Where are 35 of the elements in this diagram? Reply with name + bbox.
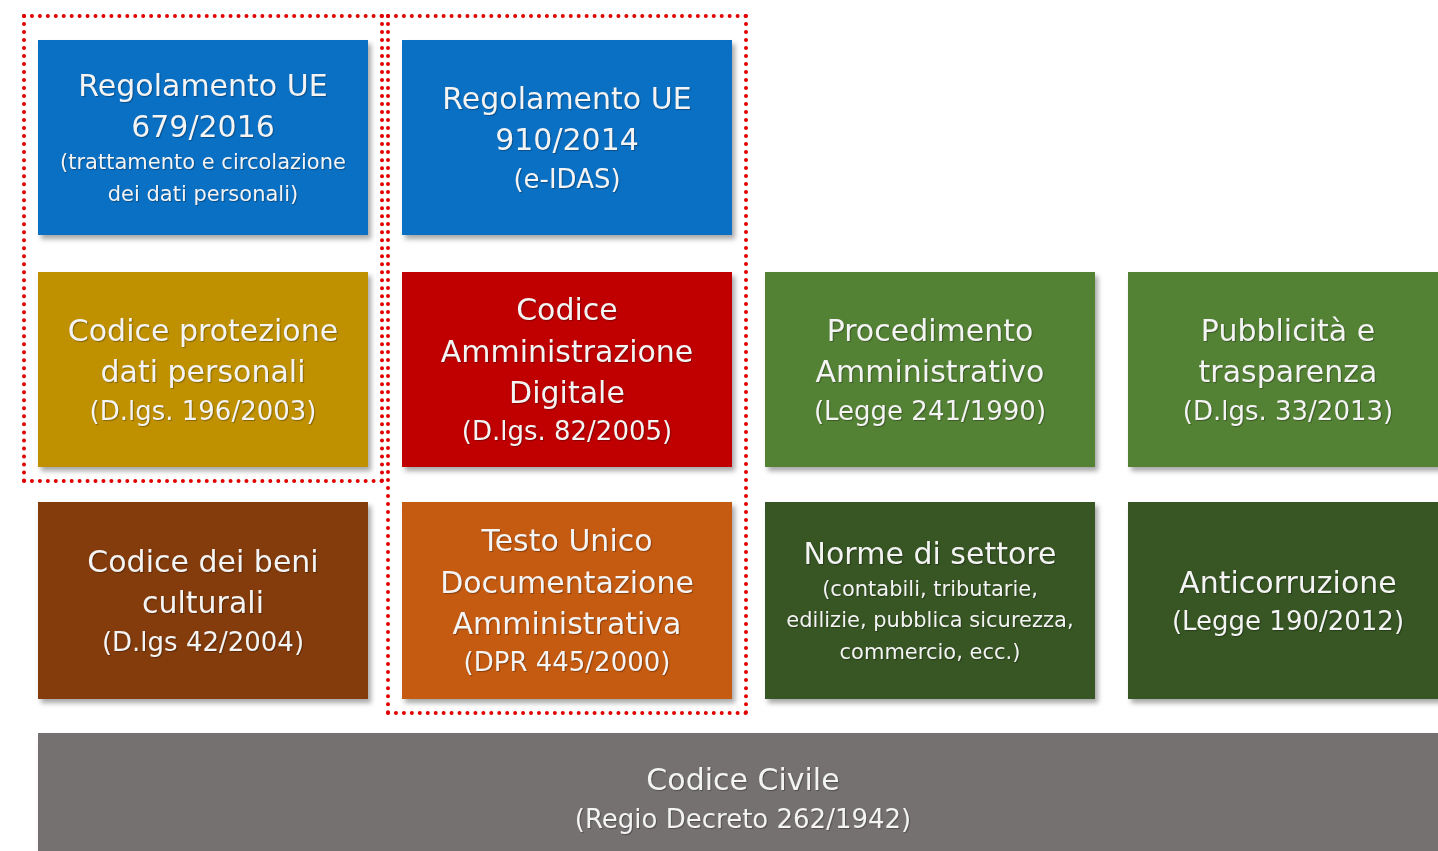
law-box — [38, 502, 368, 699]
law-reference: (trattamento e circolazione dei dati personali) — [59, 149, 347, 208]
law-box — [765, 502, 1095, 699]
law-reference: (contabili, tributarie, edilizie, pubblica sicurezza, commercio, ecc.) — [785, 575, 1075, 666]
law-title: Codice Amministrazione Digitale — [439, 291, 695, 412]
law-reference: (Legge 241/1990) — [813, 394, 1047, 428]
law-title: Norme di settore — [803, 534, 1057, 573]
law-title: Regolamento UE 679/2016 — [77, 66, 329, 146]
law-box — [402, 502, 732, 699]
law-box — [1128, 272, 1438, 467]
law-title: Codice protezione dati personali — [66, 311, 340, 392]
law-reference: (Regio Decreto 262/1942) — [574, 802, 912, 836]
law-box — [765, 272, 1095, 467]
law-box — [1128, 502, 1438, 699]
law-reference: (D.lgs. 82/2005) — [461, 415, 673, 449]
law-title: Codice Civile — [646, 761, 840, 800]
law-title: Anticorruzione — [1179, 563, 1397, 602]
law-box — [38, 40, 368, 235]
law-box — [402, 272, 732, 467]
dashed-outline — [386, 14, 748, 715]
law-title: Testo Unico Documentazione Amministrativa — [439, 522, 695, 643]
law-box — [38, 272, 368, 467]
law-box — [38, 733, 1438, 851]
law-reference: (Legge 190/2012) — [1171, 605, 1405, 638]
dashed-outline — [22, 14, 384, 483]
law-reference: (e-IDAS) — [513, 162, 621, 196]
law-reference: (DPR 445/2000) — [463, 646, 671, 680]
law-title: Regolamento UE 910/2014 — [441, 79, 693, 160]
law-reference: (D.lgs. 196/2003) — [89, 394, 317, 428]
law-reference: (D.lgs 42/2004) — [101, 625, 305, 659]
law-title: Procedimento Amministrativo — [814, 311, 1046, 392]
law-box — [402, 40, 732, 235]
law-title: Codice dei beni culturali — [86, 542, 320, 623]
law-title: Pubblicità e trasparenza — [1197, 311, 1379, 392]
law-reference: (D.lgs. 33/2013) — [1182, 394, 1394, 428]
